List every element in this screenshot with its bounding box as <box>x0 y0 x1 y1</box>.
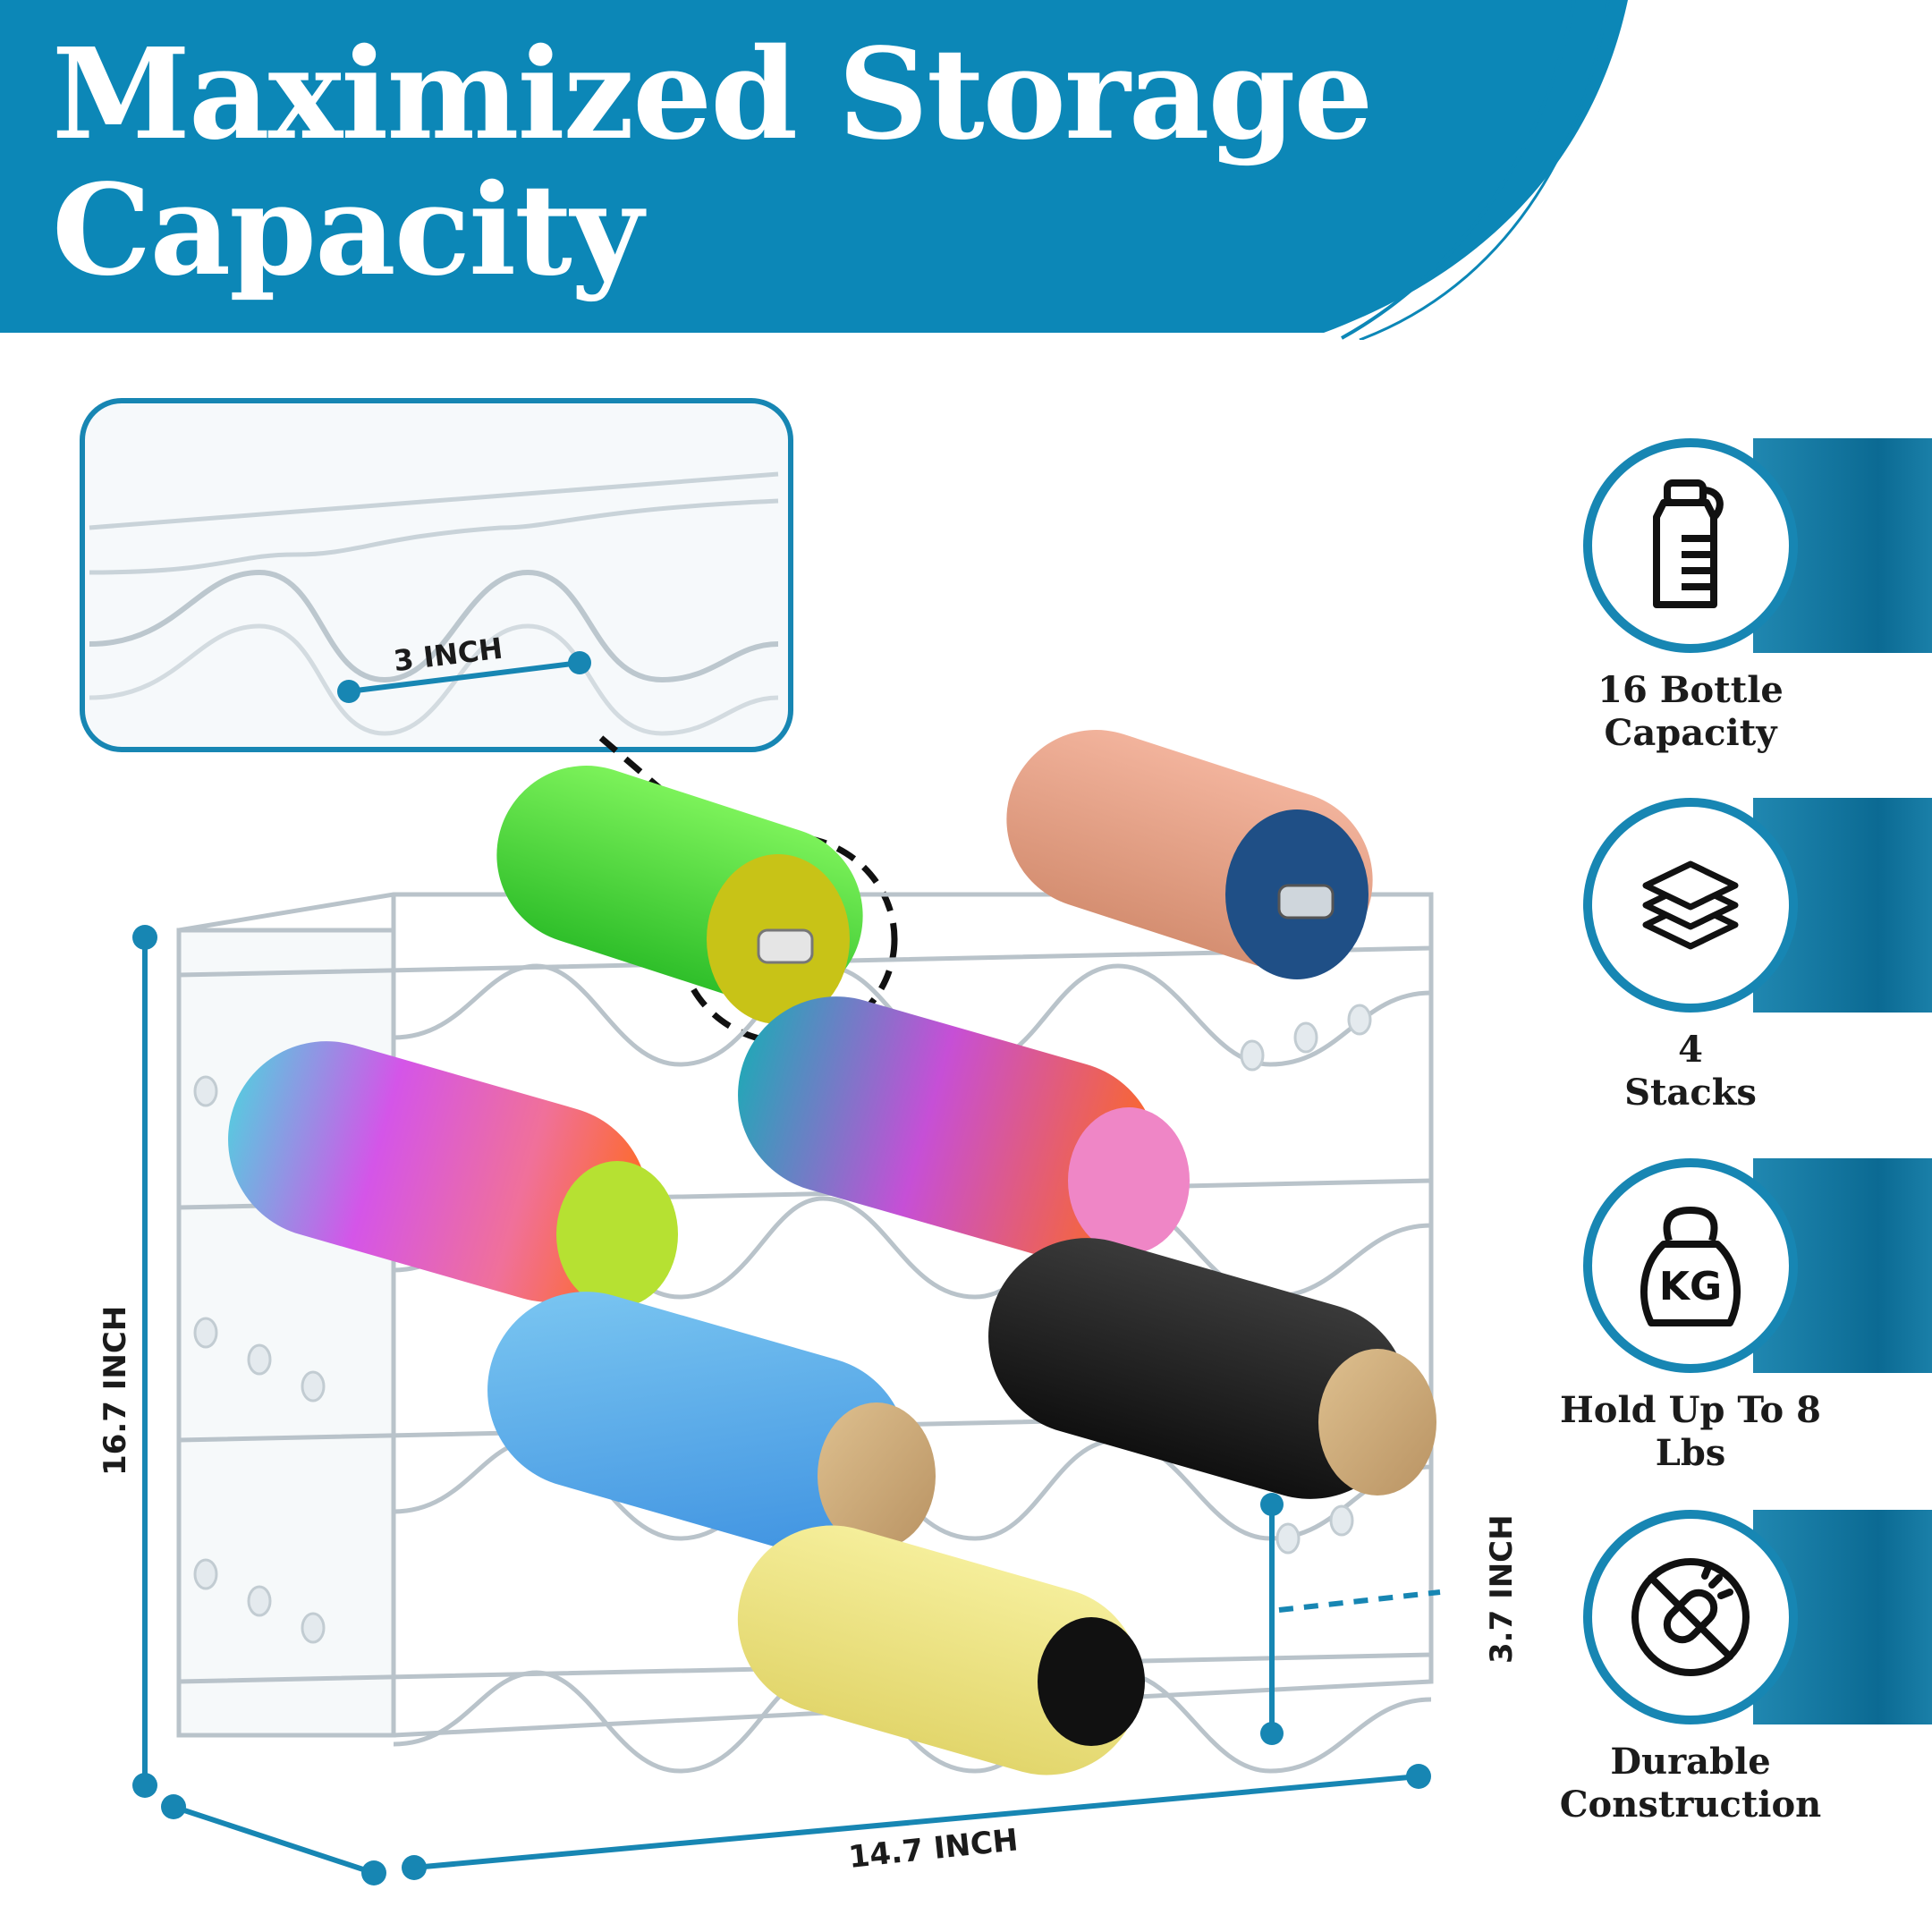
feature-label-line-2: Lbs <box>1655 1432 1726 1474</box>
dimension-lines <box>132 925 1441 1885</box>
bottle-yellow <box>737 1525 1145 1775</box>
header-banner <box>0 0 1628 340</box>
bottle-rainbow <box>228 1041 678 1308</box>
feature-label-line-1: 16 Bottle <box>1597 669 1784 711</box>
bottle-copper <box>1006 730 1373 979</box>
feature-ring <box>1583 1158 1798 1373</box>
feature-ring <box>1583 438 1798 653</box>
layers-icon <box>1642 860 1739 950</box>
title-line-1: Maximized Storage <box>52 21 1373 168</box>
kettlebell-icon: KG <box>1640 1207 1741 1326</box>
feature-label-line-2: Construction <box>1559 1784 1822 1826</box>
feature-label: Durable Construction <box>1556 1741 1825 1826</box>
product-illustration: 3 INCH <box>80 398 1520 1885</box>
feature-bottle-capacity: 16 Bottle Capacity <box>1556 438 1932 778</box>
durable-icon <box>1631 1558 1750 1676</box>
title-line-2: Capacity <box>52 157 643 304</box>
bottle-blue <box>487 1292 936 1553</box>
bottle-black <box>988 1238 1436 1499</box>
feature-label-line-1: 4 <box>1678 1029 1703 1071</box>
feature-label: 16 Bottle Capacity <box>1556 669 1825 755</box>
bottle-icon <box>1653 479 1724 608</box>
bottle-teal <box>738 996 1190 1258</box>
bottle-green <box>496 766 863 1024</box>
zoom-inset <box>80 398 793 752</box>
feature-label-line-2: Stacks <box>1624 1072 1757 1114</box>
feature-stacks: 4 Stacks <box>1556 798 1932 1138</box>
feature-label: Hold Up To 8 Lbs <box>1556 1389 1825 1475</box>
feature-label-line-1: Durable <box>1610 1741 1771 1783</box>
feature-durable: Durable Construction <box>1556 1510 1932 1850</box>
feature-weight: KG Hold Up To 8 Lbs <box>1556 1158 1932 1498</box>
page-title: Maximized Storage Capacity <box>52 21 1373 304</box>
feature-label: 4 Stacks <box>1556 1029 1825 1114</box>
feature-label-line-2: Capacity <box>1604 712 1777 754</box>
kettlebell-text: KG <box>1659 1264 1722 1309</box>
feature-label-line-1: Hold Up To 8 <box>1560 1389 1821 1431</box>
width-label: 14.7 INCH <box>847 1822 1020 1876</box>
shelf-gap-label: 3.7 INCH <box>1484 1514 1520 1664</box>
height-label: 16.7 INCH <box>97 1306 133 1476</box>
